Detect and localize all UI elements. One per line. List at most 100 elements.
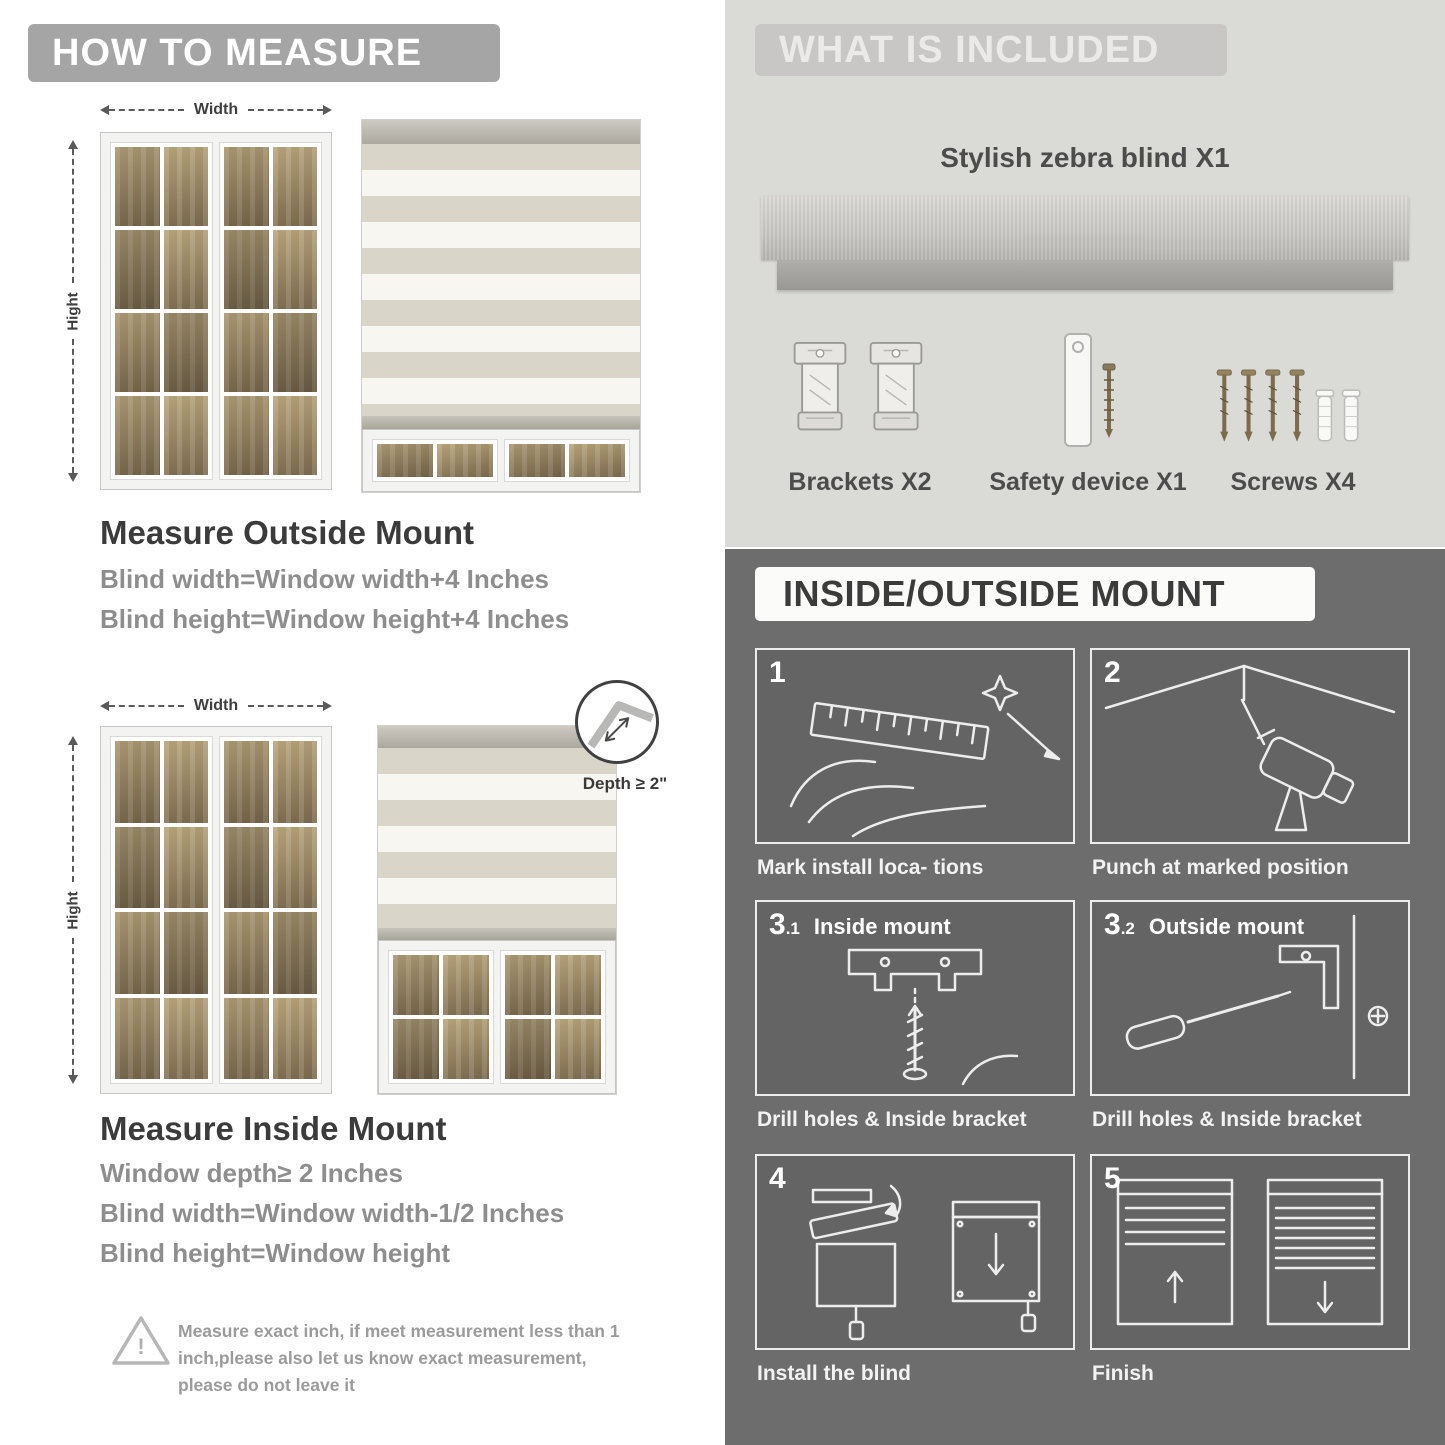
- blind-stripes: [362, 144, 640, 416]
- window-pane: [509, 444, 565, 477]
- inside-mount-height-spec: Blind height=Window height: [100, 1238, 450, 1268]
- window-illustration-inside: [100, 726, 332, 1094]
- step-4-panel: 4: [755, 1154, 1075, 1350]
- brackets-label: Brackets X2: [788, 468, 932, 496]
- step-number: 3: [769, 908, 786, 941]
- mount-instructions-section: INSIDE/OUTSIDE MOUNT 1: [725, 549, 1445, 1445]
- window-pane: [163, 826, 208, 908]
- window-pane: [115, 741, 160, 823]
- window-sash: [110, 142, 213, 480]
- window-corner-zoom-icon: [587, 701, 654, 749]
- window-pane: [224, 147, 269, 226]
- window-pane: [163, 230, 208, 309]
- window-pane: [443, 1019, 489, 1079]
- step-1-illustration: [789, 674, 1061, 838]
- window-sash: [388, 950, 494, 1084]
- blind-cassette: [362, 120, 640, 144]
- bracket-icon: [869, 342, 923, 431]
- step-number: 1: [769, 656, 786, 689]
- section-header-mount: INSIDE/OUTSIDE MOUNT: [755, 567, 1315, 621]
- window-pane: [224, 313, 269, 392]
- window-pane: [443, 955, 489, 1015]
- warning-exclamation: !: [137, 1334, 145, 1359]
- safety-device-label: Safety device X1: [989, 468, 1187, 496]
- screws-label: Screws X4: [1230, 468, 1356, 496]
- safety-device-icon: [1064, 333, 1116, 447]
- window-pane: [115, 147, 160, 226]
- window-pane: [163, 313, 208, 392]
- window-pane: [224, 741, 269, 823]
- arrow-line: [248, 705, 323, 707]
- arrow-line: [109, 705, 184, 707]
- warning-triangle-icon: [112, 1316, 170, 1365]
- step-4-caption: Install the blind: [757, 1362, 912, 1385]
- window-sash: [219, 736, 322, 1084]
- window-pane: [272, 396, 317, 475]
- window-pane: [224, 997, 269, 1079]
- window-pane: [163, 147, 208, 226]
- window-pane: [224, 912, 269, 994]
- window-pane: [272, 741, 317, 823]
- blind-headrail-lip: [777, 260, 1393, 290]
- blind-bottom-rail: [362, 416, 640, 429]
- arrow-line: [72, 745, 74, 882]
- what-is-included-section: WHAT IS INCLUDED Stylish zebra blind X1: [725, 0, 1445, 547]
- window-pane: [505, 955, 551, 1015]
- step-5-illustration: [1116, 1178, 1384, 1326]
- height-label: Hight: [64, 291, 82, 331]
- step-2-caption: Punch at marked position: [1092, 856, 1349, 879]
- window-pane: [569, 444, 625, 477]
- step-4-illustration: [809, 1184, 1041, 1341]
- window-sash: [110, 736, 213, 1084]
- window-under-blind: [378, 940, 616, 1094]
- width-arrow-inside: Width: [100, 697, 332, 714]
- step-3-1-illustration: [847, 948, 1019, 1086]
- depth-zoom-callout: [575, 680, 659, 764]
- warning-text: Measure exact inch, if meet measurement …: [178, 1321, 620, 1396]
- window-pane: [272, 313, 317, 392]
- arrow-line: [72, 149, 74, 283]
- inside-mount-width-spec: Blind width=Window width-1/2 Inches: [100, 1198, 565, 1228]
- window-under-blind: [362, 429, 640, 492]
- depth-requirement-label: Depth ≥ 2": [582, 774, 668, 793]
- blind-illustration-inside: [378, 726, 616, 1094]
- window-pane: [163, 741, 208, 823]
- step-3-1-caption: Drill holes & Inside bracket: [757, 1108, 1027, 1131]
- section-header-how-to-measure: HOW TO MEASURE: [28, 24, 500, 82]
- window-sash: [500, 950, 606, 1084]
- window-pane: [555, 1019, 601, 1079]
- height-arrow-outside: Hight: [64, 140, 82, 482]
- window-pane: [163, 912, 208, 994]
- arrow-line: [248, 109, 323, 111]
- window-pane: [115, 912, 160, 994]
- blind-illustration-outside: [362, 120, 640, 492]
- step-3-2-caption: Drill holes & Inside bracket: [1092, 1108, 1362, 1131]
- window-pane: [505, 1019, 551, 1079]
- arrow-head-up-icon: [68, 736, 78, 745]
- window-pane: [115, 230, 160, 309]
- window-pane: [272, 826, 317, 908]
- step-5-caption: Finish: [1092, 1362, 1154, 1385]
- arrow-head-up-icon: [68, 140, 78, 149]
- window-pane: [115, 313, 160, 392]
- section-header-how-to-measure-label: HOW TO MEASURE: [52, 32, 423, 74]
- inside-mount-heading: Measure Inside Mount: [100, 1110, 447, 1147]
- screws-icon: [1216, 369, 1361, 442]
- arrow-head-left-icon: [100, 105, 109, 115]
- arrow-head-right-icon: [323, 701, 332, 711]
- window-pane: [272, 997, 317, 1079]
- window-pane: [437, 444, 493, 477]
- step-1-caption: Mark install loca- tions: [757, 856, 984, 879]
- blind-cassette: [378, 726, 616, 748]
- blind-stripes: [378, 748, 616, 928]
- width-arrow-outside: Width: [100, 101, 332, 118]
- arrow-head-down-icon: [68, 1075, 78, 1084]
- window-pane: [224, 230, 269, 309]
- section-header-what-is-included: WHAT IS INCLUDED: [755, 24, 1227, 76]
- section-header-what-is-included-label: WHAT IS INCLUDED: [779, 29, 1160, 71]
- width-label: Width: [193, 697, 239, 714]
- height-label: Hight: [64, 890, 82, 930]
- step-3-2-panel: 3.2 Outside mount: [1090, 900, 1410, 1096]
- step-title: Inside mount: [813, 914, 951, 939]
- window-sash: [219, 142, 322, 480]
